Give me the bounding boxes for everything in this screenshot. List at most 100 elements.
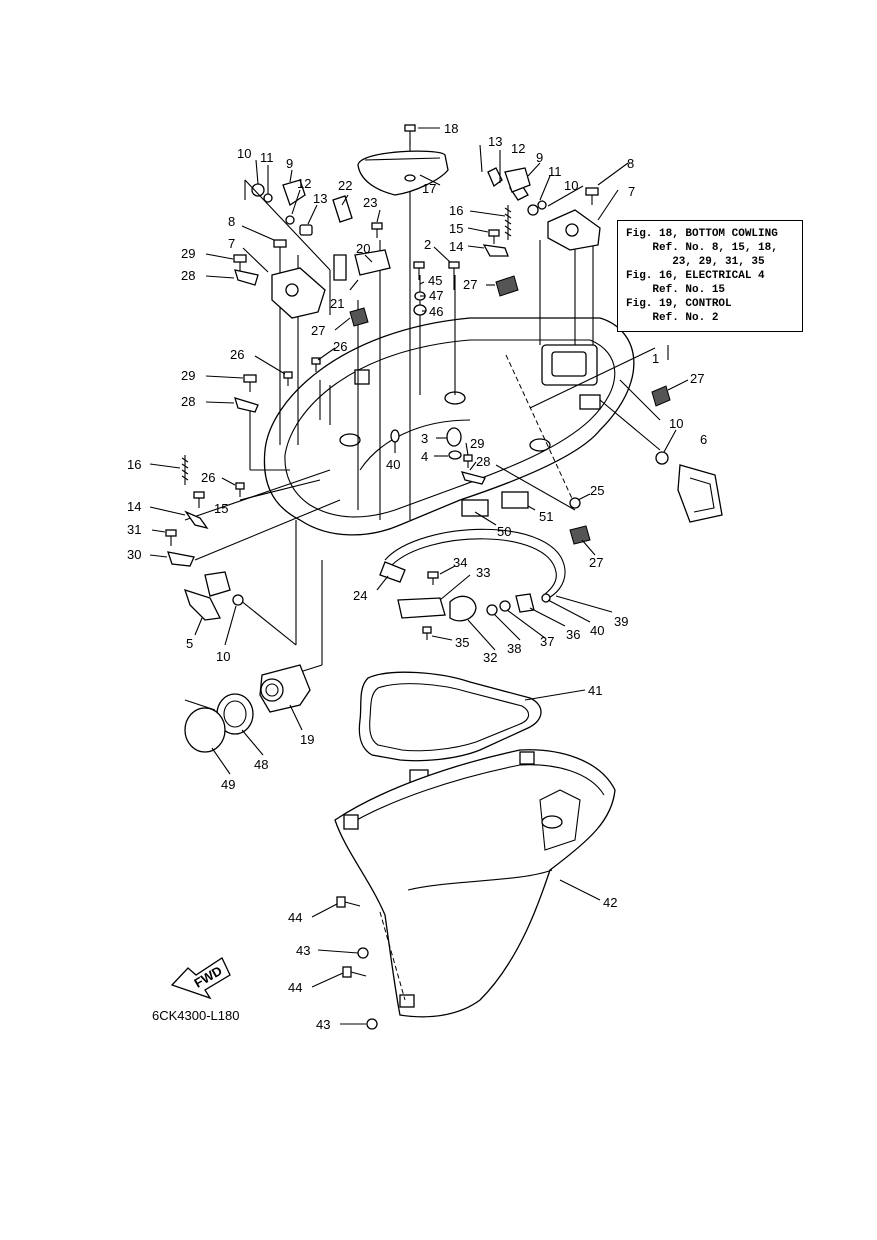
callout-44b: 44	[288, 980, 302, 995]
callout-29: 29	[181, 246, 195, 261]
callout-numbers: 18 17 10 11 9 12 13 22 23 8 7 29 28 20 2…	[127, 121, 707, 1032]
callout-18: 18	[444, 121, 458, 136]
callout-1: 1	[652, 351, 659, 366]
callout-25: 25	[590, 483, 604, 498]
callout-27c: 27	[690, 371, 704, 386]
screws-and-nuts	[336, 896, 406, 1030]
callout-2: 2	[424, 237, 431, 252]
callout-leaders	[149, 127, 689, 1025]
note-line-2: Ref. No. 8, 15, 18,	[626, 242, 778, 254]
callout-46: 46	[429, 304, 443, 319]
note-line-7: Ref. No. 2	[626, 312, 719, 324]
callout-29b: 29	[181, 368, 195, 383]
callout-10d: 10	[216, 649, 230, 664]
callout-37: 37	[540, 634, 554, 649]
callout-12: 12	[297, 176, 311, 191]
callout-6: 6	[700, 432, 707, 447]
callout-8b: 8	[627, 156, 634, 171]
callout-7: 7	[228, 236, 235, 251]
note-line-1: Fig. 18, BOTTOM COWLING	[626, 228, 778, 240]
callout-45: 45	[428, 273, 442, 288]
hose-and-fittings	[379, 497, 581, 622]
callout-40b: 40	[590, 623, 604, 638]
callout-23: 23	[363, 195, 377, 210]
reference-notes-box: Fig. 18, BOTTOM COWLING Ref. No. 8, 15, …	[617, 220, 803, 332]
callout-27: 27	[311, 323, 325, 338]
callout-42: 42	[603, 895, 617, 910]
callout-35: 35	[455, 635, 469, 650]
callout-9b: 9	[536, 150, 543, 165]
part-6-bracket	[655, 451, 723, 523]
springs	[181, 205, 512, 485]
part-18-bolt	[404, 124, 416, 145]
callout-16b: 16	[449, 203, 463, 218]
callout-51: 51	[539, 509, 553, 524]
callout-50: 50	[497, 524, 511, 539]
fwd-arrow-icon: FWD	[170, 957, 231, 1000]
callout-26c: 26	[201, 470, 215, 485]
callout-26b: 26	[333, 339, 347, 354]
callout-29c: 29	[470, 436, 484, 451]
callout-48: 48	[254, 757, 268, 772]
part-5-clamp	[183, 571, 244, 621]
callout-5: 5	[186, 636, 193, 651]
note-line-5: Ref. No. 15	[626, 284, 726, 296]
part-19-grommet-block	[259, 664, 311, 713]
callout-14b: 14	[449, 239, 463, 254]
callout-40: 40	[386, 457, 400, 472]
callout-7b: 7	[628, 184, 635, 199]
callout-28: 28	[181, 268, 195, 283]
callout-34: 34	[453, 555, 467, 570]
right-hinge-assembly	[487, 167, 601, 251]
callout-43: 43	[296, 943, 310, 958]
callout-10b: 10	[564, 178, 578, 193]
callout-15b: 15	[449, 221, 463, 236]
callout-49: 49	[221, 777, 235, 792]
callout-30: 30	[127, 547, 141, 562]
assembly-lines	[184, 140, 661, 673]
callout-39: 39	[614, 614, 628, 629]
callout-28b: 28	[181, 394, 195, 409]
part-17-cover	[357, 150, 449, 196]
callout-10: 10	[237, 146, 251, 161]
callout-16: 16	[127, 457, 141, 472]
callout-15: 15	[214, 501, 228, 516]
callout-32: 32	[483, 650, 497, 665]
callout-31: 31	[127, 522, 141, 537]
callout-21: 21	[330, 296, 344, 311]
callout-10c: 10	[669, 416, 683, 431]
callout-11b: 11	[548, 164, 562, 179]
clips	[167, 244, 509, 567]
brackets-20-21-22	[332, 195, 391, 281]
callout-4: 4	[421, 449, 428, 464]
callout-38: 38	[507, 641, 521, 656]
callout-24: 24	[353, 588, 367, 603]
callout-11: 11	[260, 150, 274, 165]
callout-33: 33	[476, 565, 490, 580]
callout-22: 22	[338, 178, 352, 193]
callout-13: 13	[313, 191, 327, 206]
callout-13b: 13	[488, 134, 502, 149]
callout-47: 47	[429, 288, 443, 303]
small-fittings	[390, 291, 462, 460]
callout-44: 44	[288, 910, 302, 925]
callout-41: 41	[588, 683, 602, 698]
callout-27b: 27	[463, 277, 477, 292]
callout-12b: 12	[511, 141, 525, 156]
part-42-lower-cover	[334, 749, 616, 1018]
callout-20: 20	[356, 241, 370, 256]
callout-36: 36	[566, 627, 580, 642]
callout-26: 26	[230, 347, 244, 362]
note-line-6: Fig. 19, CONTROL	[626, 298, 732, 310]
callout-28c: 28	[476, 454, 490, 469]
callout-14: 14	[127, 499, 141, 514]
callout-27d: 27	[589, 555, 603, 570]
part-48-49-clamps	[184, 693, 254, 753]
callout-3: 3	[421, 431, 428, 446]
callout-43b: 43	[316, 1017, 330, 1032]
callout-8: 8	[228, 214, 235, 229]
bottom-cowling-tray	[263, 317, 635, 536]
grommets	[349, 275, 671, 545]
callout-17: 17	[422, 181, 436, 196]
